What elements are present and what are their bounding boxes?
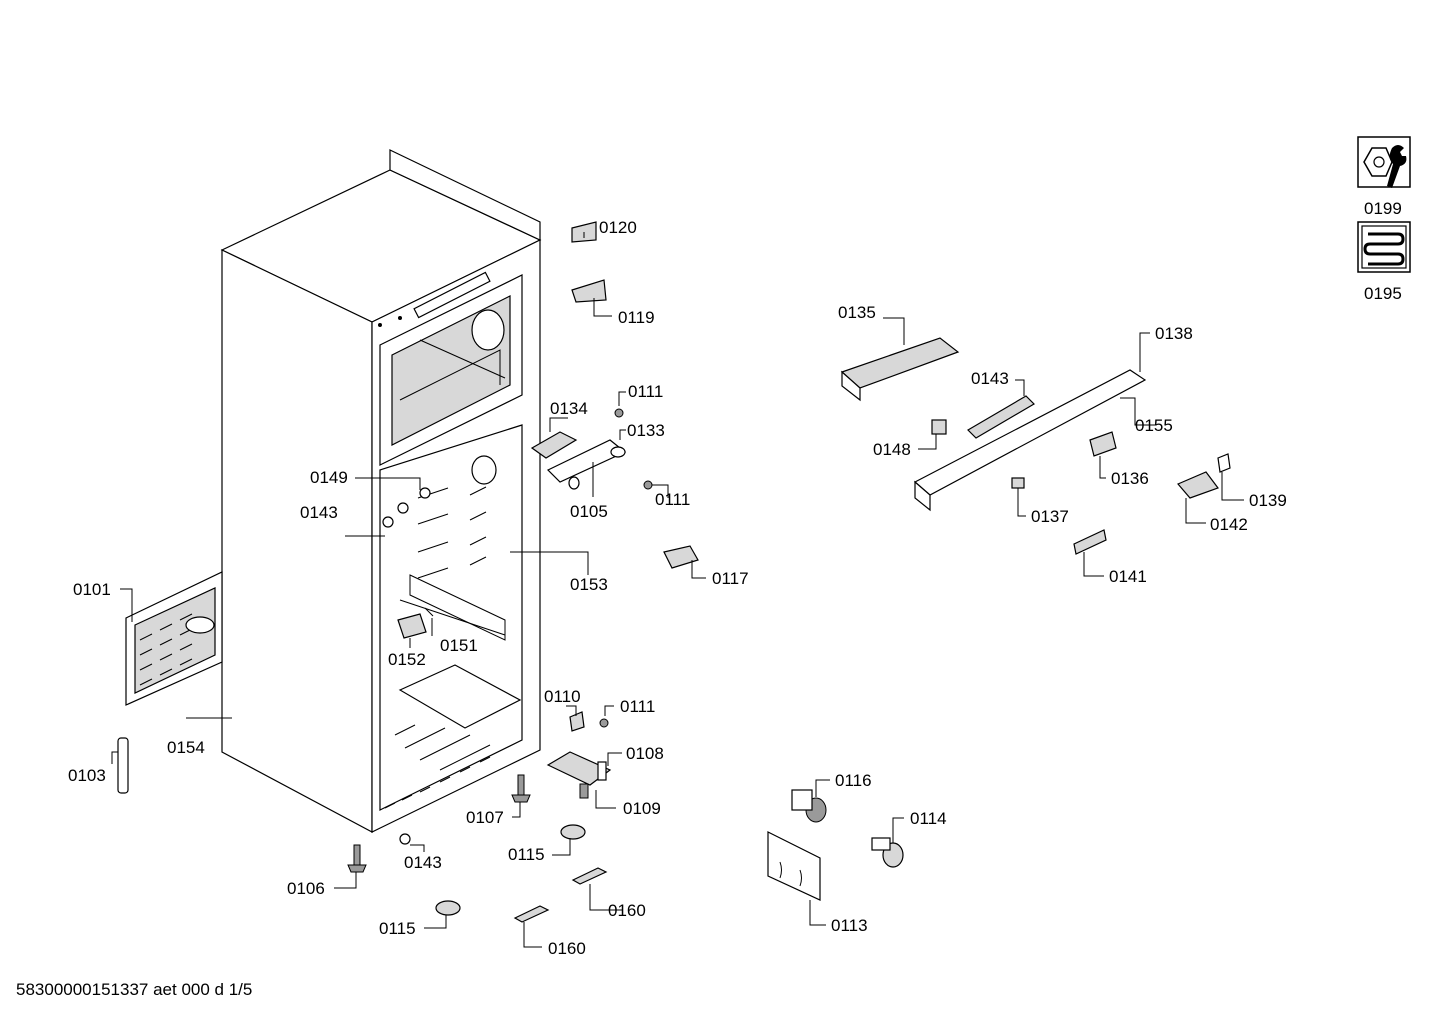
part-label: 0160: [548, 939, 586, 958]
part-label: 0111: [620, 697, 655, 716]
part-label: 0101: [73, 580, 111, 599]
switch-0148: [931, 419, 947, 435]
part-label: 0133: [627, 421, 665, 440]
wrench-nut-icon: [1357, 136, 1411, 188]
part-0151: [424, 607, 434, 617]
part-label: 0152: [388, 650, 426, 669]
clip-0139: [1217, 453, 1231, 473]
plug-0149: [419, 487, 431, 499]
part-label: 0105: [570, 502, 608, 521]
screw-0111-b: [643, 480, 653, 490]
part-label: 0115: [508, 845, 545, 864]
part-label: 0120: [599, 218, 637, 237]
bracket-0160-a: [571, 867, 608, 885]
part-label: 0116: [835, 771, 872, 790]
part-label: 0115: [379, 919, 416, 938]
part-label: 0108: [626, 744, 664, 763]
part-label: 0113: [831, 916, 868, 935]
document-footer-id: 58300000151337 aet 000 d 1/5: [16, 980, 253, 999]
cover-0142: [1177, 471, 1219, 499]
cover-0152: [397, 613, 427, 639]
washer-0105: [568, 476, 580, 490]
part-label: 0119: [618, 308, 655, 327]
tube-0103: [117, 737, 129, 794]
part-labels: 0120 0119 0111 0134 0133 0111 0105 0149 …: [68, 218, 1287, 958]
plug-0143-a: [382, 502, 409, 528]
part-label: 0151: [440, 636, 478, 655]
cap-0115-a: [560, 824, 586, 840]
part-label: 0143: [971, 369, 1009, 388]
plug-0143-b: [399, 833, 411, 845]
part-label: 0143: [300, 503, 338, 522]
screw-0111-a: [614, 408, 624, 418]
thermostat-0116: [791, 789, 827, 823]
foot-0107: [511, 774, 531, 803]
bracket-0160-b: [513, 905, 550, 923]
board-0143-c: [967, 395, 1035, 439]
part-label: 0111: [655, 490, 690, 509]
leader-lines: [111, 232, 1244, 948]
part-label: 0134: [550, 399, 588, 418]
label-plate-0141: [1073, 529, 1107, 555]
part-label: 0142: [1210, 515, 1248, 534]
sensor-0136: [1089, 431, 1117, 457]
hinge-0133: [546, 439, 627, 483]
part-label: 0148: [873, 440, 911, 459]
part-label: 0149: [310, 468, 348, 487]
panel-0113: [767, 831, 821, 901]
cap-0115-b: [435, 900, 461, 916]
clip-0110: [569, 711, 585, 732]
part-label: 0138: [1155, 324, 1193, 343]
part-label: 0154: [167, 738, 205, 757]
part-label: 0110: [544, 687, 581, 706]
bracket-0134: [530, 431, 578, 459]
part-label: 0153: [570, 575, 608, 594]
part-label: 0137: [1031, 507, 1069, 526]
housing-0135: [840, 337, 960, 402]
part-label: 0109: [623, 799, 661, 818]
part-label: 0143: [404, 853, 442, 872]
side-icon-label: 0195: [1364, 284, 1402, 303]
side-icon-label: 0199: [1364, 199, 1402, 218]
part-label: 0135: [838, 303, 876, 322]
part-label: 0155: [1135, 416, 1173, 435]
knob-0114: [871, 837, 904, 868]
part-label: 0103: [68, 766, 106, 785]
rail-0138: [913, 369, 1147, 512]
foot-0106: [347, 844, 367, 873]
pin-0109: [579, 783, 589, 799]
part-label: 0114: [910, 809, 947, 828]
coil-icon: [1357, 221, 1411, 273]
part-label: 0106: [287, 879, 325, 898]
part-label: 0139: [1249, 491, 1287, 510]
part-label: 0136: [1111, 469, 1149, 488]
cabinet-0154: [220, 149, 542, 833]
hinge-0108: [546, 751, 612, 786]
part-label: 0141: [1109, 567, 1147, 586]
lamp-0117: [663, 545, 699, 569]
part-label: 0107: [466, 808, 504, 827]
part-label: 0111: [628, 382, 663, 401]
rear-panel-0101: [125, 571, 223, 706]
part-label: 0117: [712, 569, 749, 588]
screw-0111-c: [599, 718, 609, 728]
hinge-0119: [571, 279, 607, 303]
part-label: 0160: [608, 901, 646, 920]
part-0137: [1011, 477, 1025, 489]
